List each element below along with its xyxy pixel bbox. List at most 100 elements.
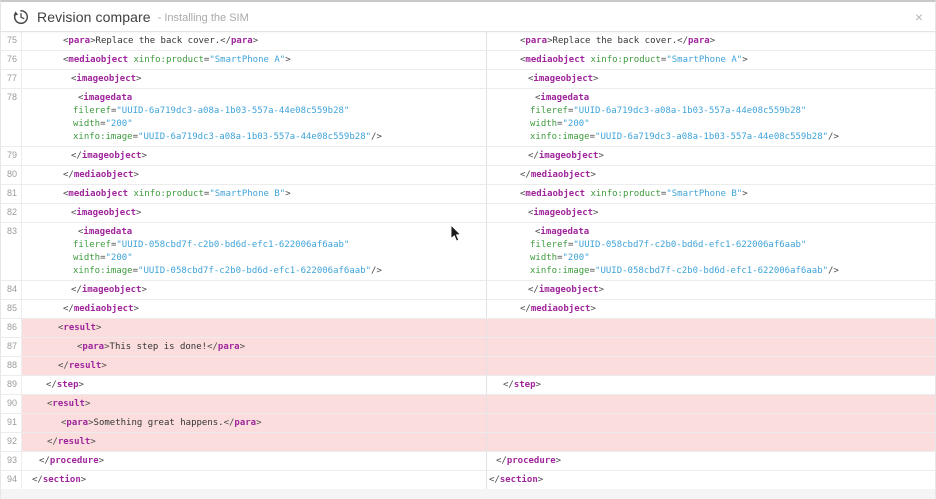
left-code-cell: </mediaobject> (22, 166, 486, 184)
code-line: <para>Replace the back cover.</para> (63, 36, 259, 46)
diff-row: 80</mediaobject></mediaobject> (1, 165, 935, 184)
left-code-cell: <mediaobject xinfo:product="SmartPhone B… (22, 185, 486, 203)
diff-row: 93</procedure></procedure> (1, 451, 935, 470)
line-number: 84 (1, 281, 22, 299)
code-line: </mediaobject> (63, 304, 139, 314)
line-number: 83 (1, 223, 22, 280)
diff-table[interactable]: 75 <para>Replace the back cover.</para> <p… (1, 32, 935, 489)
line-number: 85 (1, 300, 22, 318)
code-line (487, 417, 935, 430)
code-line: <mediaobject xinfo:product="SmartPhone A… (63, 55, 291, 65)
line-number: 87 (1, 338, 22, 356)
code-line: </procedure> (496, 456, 562, 466)
code-line: <imageobject> (71, 74, 142, 84)
line-number: 89 (1, 376, 22, 394)
code-line: </imageobject> (528, 285, 604, 295)
diff-row: 90<result> (1, 394, 935, 413)
page-subtitle: - Installing the SIM (157, 11, 249, 24)
code-line: fileref="UUID-058cbd7f-c2b0-bd6d-efc1-62… (73, 240, 350, 250)
diff-row: 91 <para>Something great happens.</para> (1, 413, 935, 432)
code-line (487, 398, 935, 411)
right-code-cell: <imageobject> (486, 204, 935, 222)
code-line: </result> (58, 361, 107, 371)
right-code-cell (486, 338, 935, 356)
code-line: fileref="UUID-058cbd7f-c2b0-bd6d-efc1-62… (530, 240, 807, 250)
right-code-cell (486, 357, 935, 375)
code-line: </imageobject> (71, 151, 147, 161)
left-code-cell: </procedure> (22, 452, 486, 470)
close-icon[interactable]: × (911, 6, 927, 28)
line-number: 75 (1, 32, 22, 50)
code-line (487, 322, 935, 335)
code-line: width="200" (73, 119, 133, 129)
code-line: </mediaobject> (520, 170, 596, 180)
code-line: xinfo:image="UUID-058cbd7f-c2b0-bd6d-efc… (73, 266, 382, 276)
code-line: <para>This step is done!</para> (77, 342, 246, 352)
code-line: </result> (47, 437, 96, 447)
code-line: </step> (503, 380, 541, 390)
line-number: 91 (1, 414, 22, 432)
diff-row: 86 <result> (1, 318, 935, 337)
diff-row: 85 </mediaobject> </mediaobject> (1, 299, 935, 318)
code-line: <imageobject> (528, 208, 599, 218)
diff-row: 89 </step> </step> (1, 375, 935, 394)
right-code-cell: </mediaobject> (486, 300, 935, 318)
code-line: </step> (46, 380, 84, 390)
right-code-cell (486, 433, 935, 451)
diff-row: 76<mediaobject xinfo:product="SmartPhone… (1, 50, 935, 69)
code-line: xinfo:image="UUID-6a719dc3-a08a-1b03-557… (73, 132, 382, 142)
diff-row: 87 <para>This step is done!</para> (1, 337, 935, 356)
diff-row: 75 <para>Replace the back cover.</para> <p… (1, 32, 935, 50)
code-line: <mediaobject xinfo:product="SmartPhone B… (520, 189, 748, 199)
code-line: <imagedata (535, 93, 590, 103)
code-line: <result> (47, 399, 91, 409)
left-code-cell: <para>This step is done!</para> (22, 338, 486, 356)
code-line: width="200" (73, 253, 133, 263)
diff-row: 77<imageobject><imageobject> (1, 69, 935, 88)
code-line (487, 360, 935, 373)
right-code-cell: <imagedata fileref="UUID-6a719dc3-a08a-1b… (486, 89, 935, 146)
line-number: 94 (1, 471, 22, 489)
code-line: <para>Something great happens.</para> (61, 418, 262, 428)
right-code-cell (486, 414, 935, 432)
code-line: fileref="UUID-6a719dc3-a08a-1b03-557a-44… (73, 106, 350, 116)
diff-row: 92</result> (1, 432, 935, 451)
page-title: Revision compare (37, 8, 151, 25)
line-number: 81 (1, 185, 22, 203)
history-icon (13, 9, 29, 25)
line-number: 86 (1, 319, 22, 337)
left-code-cell: <para>Replace the back cover.</para> (22, 32, 486, 50)
code-line: fileref="UUID-6a719dc3-a08a-1b03-557a-44… (530, 106, 807, 116)
code-line: </section> (32, 475, 87, 485)
right-code-cell: <para>Replace the back cover.</para> (486, 32, 935, 50)
diff-row: 79</imageobject></imageobject> (1, 146, 935, 165)
line-number: 93 (1, 452, 22, 470)
code-line: </imageobject> (71, 285, 147, 295)
code-line (487, 341, 935, 354)
left-code-cell: <imageobject> (22, 70, 486, 88)
right-code-cell: </step> (486, 376, 935, 394)
code-line: </mediaobject> (520, 304, 596, 314)
modal-header: Revision compare - Installing the SIM × (1, 2, 935, 32)
right-code-cell: <mediaobject xinfo:product="SmartPhone B… (486, 185, 935, 203)
left-code-cell: </imageobject> (22, 281, 486, 299)
diff-row: 81<mediaobject xinfo:product="SmartPhone… (1, 184, 935, 203)
left-code-cell: <result> (22, 395, 486, 413)
code-line: <result> (58, 323, 102, 333)
right-code-cell: </section> (486, 471, 935, 489)
code-line: xinfo:image="UUID-6a719dc3-a08a-1b03-557… (530, 132, 839, 142)
left-code-cell: </mediaobject> (22, 300, 486, 318)
diff-row: 88</result> (1, 356, 935, 375)
left-code-cell: <para>Something great happens.</para> (22, 414, 486, 432)
left-code-cell: </imageobject> (22, 147, 486, 165)
right-code-cell: <imageobject> (486, 70, 935, 88)
right-code-cell (486, 319, 935, 337)
left-code-cell: </section> (22, 471, 486, 489)
code-line: <imageobject> (71, 208, 142, 218)
